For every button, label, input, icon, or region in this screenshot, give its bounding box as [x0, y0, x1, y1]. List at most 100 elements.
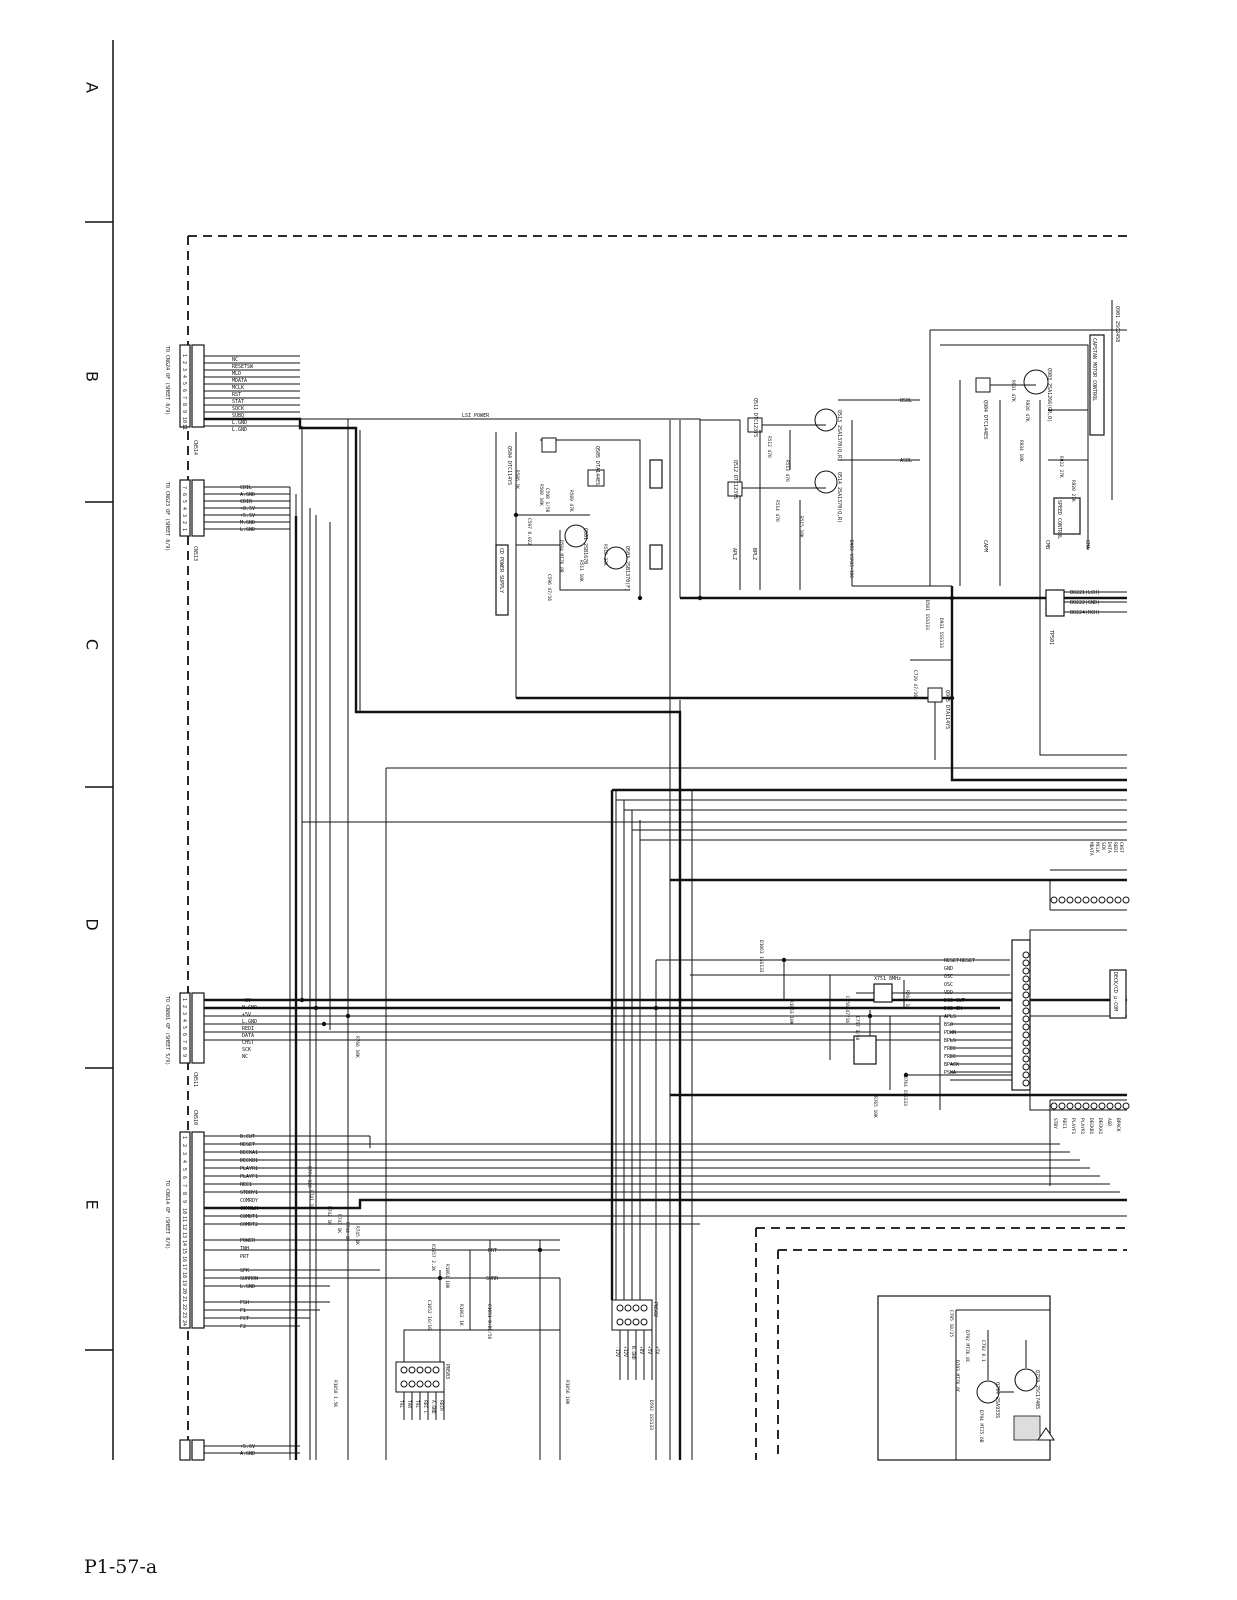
crystal-x751	[783, 960, 1012, 1110]
solenoid-driver-section	[679, 330, 952, 598]
cn513-pin-label: 1	[181, 528, 187, 531]
cn511-signal-label: DATA	[242, 1033, 254, 1039]
cn513-pin-label: 5	[181, 500, 187, 503]
tp501-pin-label: B0222(GND)	[1070, 600, 1100, 606]
capacitor-label: C729 47/16	[912, 670, 918, 697]
cn510-pin-label: 5	[181, 1168, 187, 1171]
ic-bottom-pin-label: DECKA1	[1097, 1118, 1103, 1135]
ic-top-pin-label: REDI	[1112, 842, 1118, 853]
tp501-label: TP501	[1048, 630, 1054, 645]
cn510-pin-label: 14	[181, 1240, 187, 1246]
resistor-label: R742 1K	[326, 1206, 332, 1225]
pn503-wires	[403, 1240, 561, 1460]
cn513-designator: CN513	[192, 546, 198, 561]
cn510-signal-label: PLAYR1	[240, 1166, 258, 1172]
ic-top-pin-label: MDATA	[1088, 842, 1094, 856]
resistor-label: R934 10K	[1018, 440, 1024, 462]
pn503-pin-label: TAR	[406, 1400, 412, 1408]
ic-pin-label: APLS	[944, 1014, 956, 1020]
cn514-pin-label: 10	[181, 417, 187, 423]
ic-pin-label: BSO	[944, 1022, 953, 1028]
cn513-pin-label: 6	[181, 493, 187, 496]
cn514-signal-label: MLD	[232, 371, 241, 377]
cn514-signal-label: RST	[232, 392, 241, 398]
connector-cn514	[179, 344, 205, 428]
pn502-block	[611, 1299, 653, 1331]
cn510-pin-label: 17	[181, 1264, 187, 1270]
cn510-signal-label: INH	[240, 1246, 249, 1252]
ic-bottom-pin-label: BPACK	[1115, 1118, 1121, 1132]
q504-label: Q504 DTC114YS	[506, 446, 512, 485]
pn502-pin-label: -12V	[614, 1346, 620, 1357]
q905-area	[910, 586, 953, 760]
cn510-signal-label: F2	[240, 1324, 246, 1330]
net-label-reset: RESET	[960, 958, 975, 964]
ic-pin-label: PDWN	[944, 1030, 956, 1036]
cn511-signal-label: SCK	[242, 1047, 251, 1053]
cn509-signal-label: +5.6V	[240, 1444, 255, 1450]
resistor-label: R1056 10K	[564, 1380, 570, 1405]
cn513-signal-label: M.GND	[240, 520, 255, 526]
cn511-designator: CN511	[192, 1072, 198, 1087]
resistor-label: R764 1M	[904, 990, 910, 1009]
cn514-signal-label: SQCK	[232, 406, 244, 412]
ic-pin-label: OSC	[944, 974, 953, 980]
net-label-aplz: APLZ	[731, 548, 737, 560]
resistor-label: R765 10K	[872, 1096, 878, 1118]
cn513-pin-label: 4	[181, 507, 187, 510]
cn511-target-label: TO CN801 OF (SHEET 5/9)	[164, 996, 170, 1065]
capacitor-label: C756 47/16	[844, 996, 850, 1023]
cn510-signal-label: SURRON	[240, 1276, 258, 1282]
pn503-label: PN503	[444, 1364, 450, 1379]
cn514-pin-label: 5	[181, 382, 187, 385]
resistor-label: R1058 1.5K	[332, 1380, 338, 1407]
cn510-pin-label: 21	[181, 1296, 187, 1302]
resistor-label: R931 47K	[1010, 380, 1016, 402]
cn510-pin-label: 16	[181, 1256, 187, 1262]
net-label-cma: CMA	[1084, 540, 1090, 549]
cn513-pin-label: 2	[181, 521, 187, 524]
cn513-signal-label: +8.5V	[240, 506, 255, 512]
cn511-signal-label: L.GND	[242, 1019, 257, 1025]
pn503-pin-label: A.GND	[430, 1400, 436, 1414]
resistor-label: R766 10K	[354, 1036, 360, 1058]
ucom-signal-bundle	[950, 1015, 1012, 1081]
cn510-pin-label: 1	[181, 1136, 187, 1139]
cn510-pin-label: 8	[181, 1192, 187, 1195]
cn514-pin-label: 9	[181, 410, 187, 413]
net-label-surr: SURR	[486, 1276, 499, 1282]
cn510-pin-label: 2	[181, 1144, 187, 1147]
cn514-wires	[204, 355, 460, 427]
resistor-label: R513 470	[784, 460, 790, 482]
ic-top-pin-label: DATA	[1106, 842, 1112, 853]
resistor-label: R508 10K	[538, 484, 544, 506]
cn513-pin-label: 3	[181, 514, 187, 517]
net-label-capm: CAPM	[982, 540, 988, 552]
cn513-target-label: TO CN623 OF (SHEET 8/9)	[164, 482, 170, 551]
net-label-lsi-power: LSI POWER	[462, 413, 490, 419]
ic-pin-label: FREC	[944, 1054, 956, 1060]
resistor-label: R512 470	[766, 436, 772, 458]
cn514-pin-label: 11	[181, 424, 187, 430]
connector-cn511	[179, 992, 205, 1064]
connector-cn509	[179, 1439, 205, 1461]
cn510-signal-label: B.CUT	[240, 1134, 255, 1140]
cn511-signal-label: N.GND	[242, 1005, 257, 1011]
q904-label: Q904 DTC144ES	[982, 400, 988, 439]
cn510-signal-label: DECKA1	[240, 1150, 258, 1156]
ic-pin-label: VDD	[944, 990, 953, 996]
cn514-pin-label: 7	[181, 396, 187, 399]
resistor-label: R515 10K	[798, 516, 804, 538]
diode-label: D794 MTZ5.6B	[978, 1410, 984, 1443]
cn510-signal-label: L.GND	[240, 1284, 255, 1290]
pn502-pin-label: +8V	[638, 1346, 644, 1354]
tp501-block	[1045, 589, 1127, 617]
cn510-pin-label: 9	[181, 1200, 187, 1203]
speed-control-label: SPEED CONTROL	[1056, 500, 1062, 539]
ic-pin-bank-top	[1050, 896, 1130, 904]
q503-label: Q503 2SB1370(F)	[624, 546, 630, 591]
cn510-pin-label: 10	[181, 1208, 187, 1214]
cn514-signal-label: NC	[232, 357, 238, 363]
diode-label: D1063 1SS133	[758, 940, 764, 973]
resistor-label: R1061 10K	[444, 1264, 450, 1289]
